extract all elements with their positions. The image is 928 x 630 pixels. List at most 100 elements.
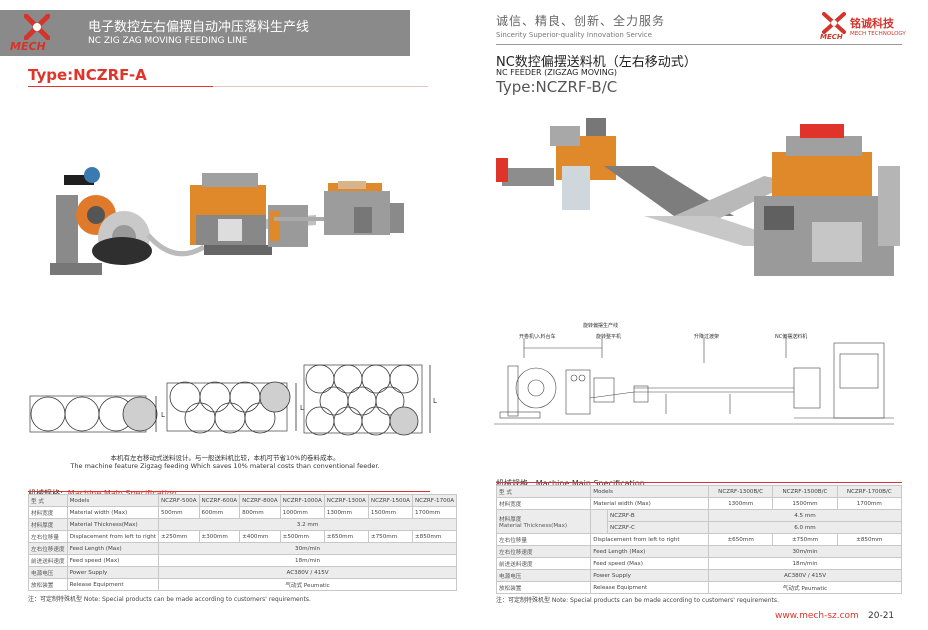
left-header-title-cn: 电子数控左右偏摆自动冲压落料生产线: [88, 20, 310, 35]
table-cell: NCZRF-C: [607, 521, 709, 534]
right-type-label: Type:NCZRF-B/C: [496, 78, 618, 96]
table-cell: 6.0 mm: [707, 521, 903, 534]
right-spec-title: 机械规格: Machine Main Specification: [496, 471, 645, 490]
right-title-en: NC FEEDER (ZIGZAG MOVING): [496, 68, 618, 77]
table-cell: 1000mm: [279, 506, 325, 519]
right-slogan-en: Sincerity Superior-quality Innovation Se…: [496, 31, 652, 39]
right-title-cn: NC数控偏摆送料机（左右移动式）: [496, 55, 697, 70]
left-caption-en: The machine feature Zigzag feeding Which…: [70, 462, 380, 470]
left-type-underline: [28, 86, 213, 87]
table-cell: NCZRF-600A: [198, 494, 241, 507]
table-cell: 左右位移速度: [495, 545, 592, 558]
table-cell: Feed Length (Max): [590, 545, 709, 558]
left-header-bar: [0, 10, 410, 56]
table-cell: NCZRF-1300A: [323, 494, 369, 507]
table-cell: 材料宽度: [28, 506, 68, 519]
table-row: 放松装置 Release Equipment 气动式 Peumatic: [495, 581, 903, 594]
table-cell: Feed speed (Max): [590, 557, 709, 570]
table-cell: 左右位移速度: [28, 542, 68, 555]
table-cell: Displacement from left to right: [590, 533, 709, 546]
table-cell: Material width (Max): [66, 506, 159, 519]
table-cell: ±400mm: [239, 530, 281, 543]
table-cell: ±650mm: [707, 533, 774, 546]
left-spec-table: 型 式 Models NCZRF-500A NCZRF-600A NCZRF-8…: [28, 494, 458, 591]
thickness-label-cn: 材料厚度: [499, 516, 522, 523]
right-brand-cn: 铭诚科技: [850, 17, 894, 30]
layout-label-leveler: 旋转整平机: [596, 334, 622, 340]
table-cell: NCZRF-500A: [157, 494, 200, 507]
table-cell: 前进送料速度: [495, 557, 592, 570]
table-row: 材料厚度 Material Thickness(Max) 3.2 mm: [28, 518, 458, 531]
table-row: 前进送料速度 Feed speed (Max) 18m/min: [495, 557, 903, 570]
table-row: 左右位移量 Displacement from left to right ±2…: [28, 530, 458, 543]
table-cell: 材料厚度: [28, 518, 68, 531]
table-cell: 3.2 mm: [157, 518, 458, 531]
table-cell: ±750mm: [367, 530, 414, 543]
table-cell: 18m/min: [157, 554, 458, 567]
table-row: 材料宽度 Material width (Max) 1300mm 1500mm …: [495, 497, 903, 510]
layout-label-uncoiler: 开卷机\入料台车: [519, 334, 556, 340]
table-cell: 1500mm: [772, 497, 838, 510]
layout-drawing: [494, 338, 894, 425]
table-row: 放松装置 Release Equipment 气动式 Peumatic: [28, 578, 458, 591]
table-cell: [590, 509, 609, 534]
right-note: 注：可定制特殊机型 Note: Special products can be …: [496, 597, 779, 604]
table-cell: NCZRF-1000A: [279, 494, 325, 507]
right-spec-title-en: Machine Main Specification: [535, 479, 645, 488]
right-slogan-cn: 诚信、精良、创新、全力服务: [496, 14, 666, 28]
table-cell: ±300mm: [198, 530, 241, 543]
mech-x-icon: [24, 14, 50, 40]
table-cell: Displacement from left to right: [66, 530, 159, 543]
table-row: 电源电压 Power Supply AC380V / 415V: [495, 569, 903, 582]
table-cell: Feed speed (Max): [66, 554, 159, 567]
layout-title: 旋转偏摆生产线: [583, 323, 619, 329]
svg-text:MECH: MECH: [820, 33, 843, 40]
right-spec-rule: [496, 482, 902, 483]
table-cell: 气动式 Peumatic: [157, 578, 458, 591]
table-cell: 1300mm: [323, 506, 369, 519]
nesting-diagram-double: [166, 381, 297, 434]
diagram-label-2: L: [300, 404, 304, 412]
table-cell: Release Equipment: [66, 578, 159, 591]
right-brand-en: MECH TECHNOLOGY: [850, 31, 906, 37]
footer-website-link[interactable]: www.mech-sz.com: [775, 611, 859, 621]
right-header-rule: [496, 44, 902, 45]
layout-label-feeder: NC偏摆送料机: [775, 334, 808, 340]
table-cell: 材料宽度: [495, 497, 592, 510]
table-cell: ±850mm: [836, 533, 903, 546]
table-cell: Feed Length (Max): [66, 542, 159, 555]
table-cell: NCZRF-1700A: [411, 494, 458, 507]
table-cell: 前进送料速度: [28, 554, 68, 567]
table-row: 型 式 Models NCZRF-500A NCZRF-600A NCZRF-8…: [28, 494, 458, 507]
layout-label-bridge: 升降过渡架: [694, 334, 720, 340]
table-row: 左右位移速度 Feed Length (Max) 30m/min: [28, 542, 458, 555]
table-cell: 1300mm: [707, 497, 774, 510]
right-spec-table: 型 式 Models NCZRF-1300B/C NCZRF-1500B/C N…: [495, 485, 903, 594]
mech-technology-logo-icon: MECH: [820, 12, 846, 40]
table-cell: ±650mm: [323, 530, 369, 543]
table-cell: 4.5 mm: [707, 509, 903, 522]
nesting-diagram-single: [29, 395, 158, 433]
table-cell: 左右位移量: [495, 533, 592, 546]
table-cell: 放松装置: [495, 581, 592, 594]
table-cell: Power Supply: [590, 569, 709, 582]
table-cell: 1700mm: [836, 497, 903, 510]
left-spec-title: 机械规格: Machine Main Specification: [28, 481, 177, 500]
table-cell: NCZRF-B: [607, 509, 709, 522]
table-cell: ±850mm: [411, 530, 458, 543]
table-cell: 30m/min: [157, 542, 458, 555]
table-cell: NCZRF-1700B/C: [836, 485, 903, 498]
table-cell: ±250mm: [157, 530, 200, 543]
table-cell: AC380V / 415V: [707, 569, 903, 582]
table-cell: Power Supply: [66, 566, 159, 579]
left-spec-title-cn: 机械规格:: [28, 489, 63, 498]
table-cell: 1500mm: [367, 506, 414, 519]
left-header-title-en: NC ZIG ZAG MOVING FEEDING LINE: [88, 36, 248, 46]
table-row: 材料宽度 Material width (Max) 500mm 600mm 80…: [28, 506, 458, 519]
table-cell: ±500mm: [279, 530, 325, 543]
left-machine-line-photo: [50, 167, 404, 275]
table-row: 型 式 Models NCZRF-1300B/C NCZRF-1500B/C N…: [495, 485, 903, 498]
thickness-label-en: Material Thickness(Max): [499, 522, 568, 529]
